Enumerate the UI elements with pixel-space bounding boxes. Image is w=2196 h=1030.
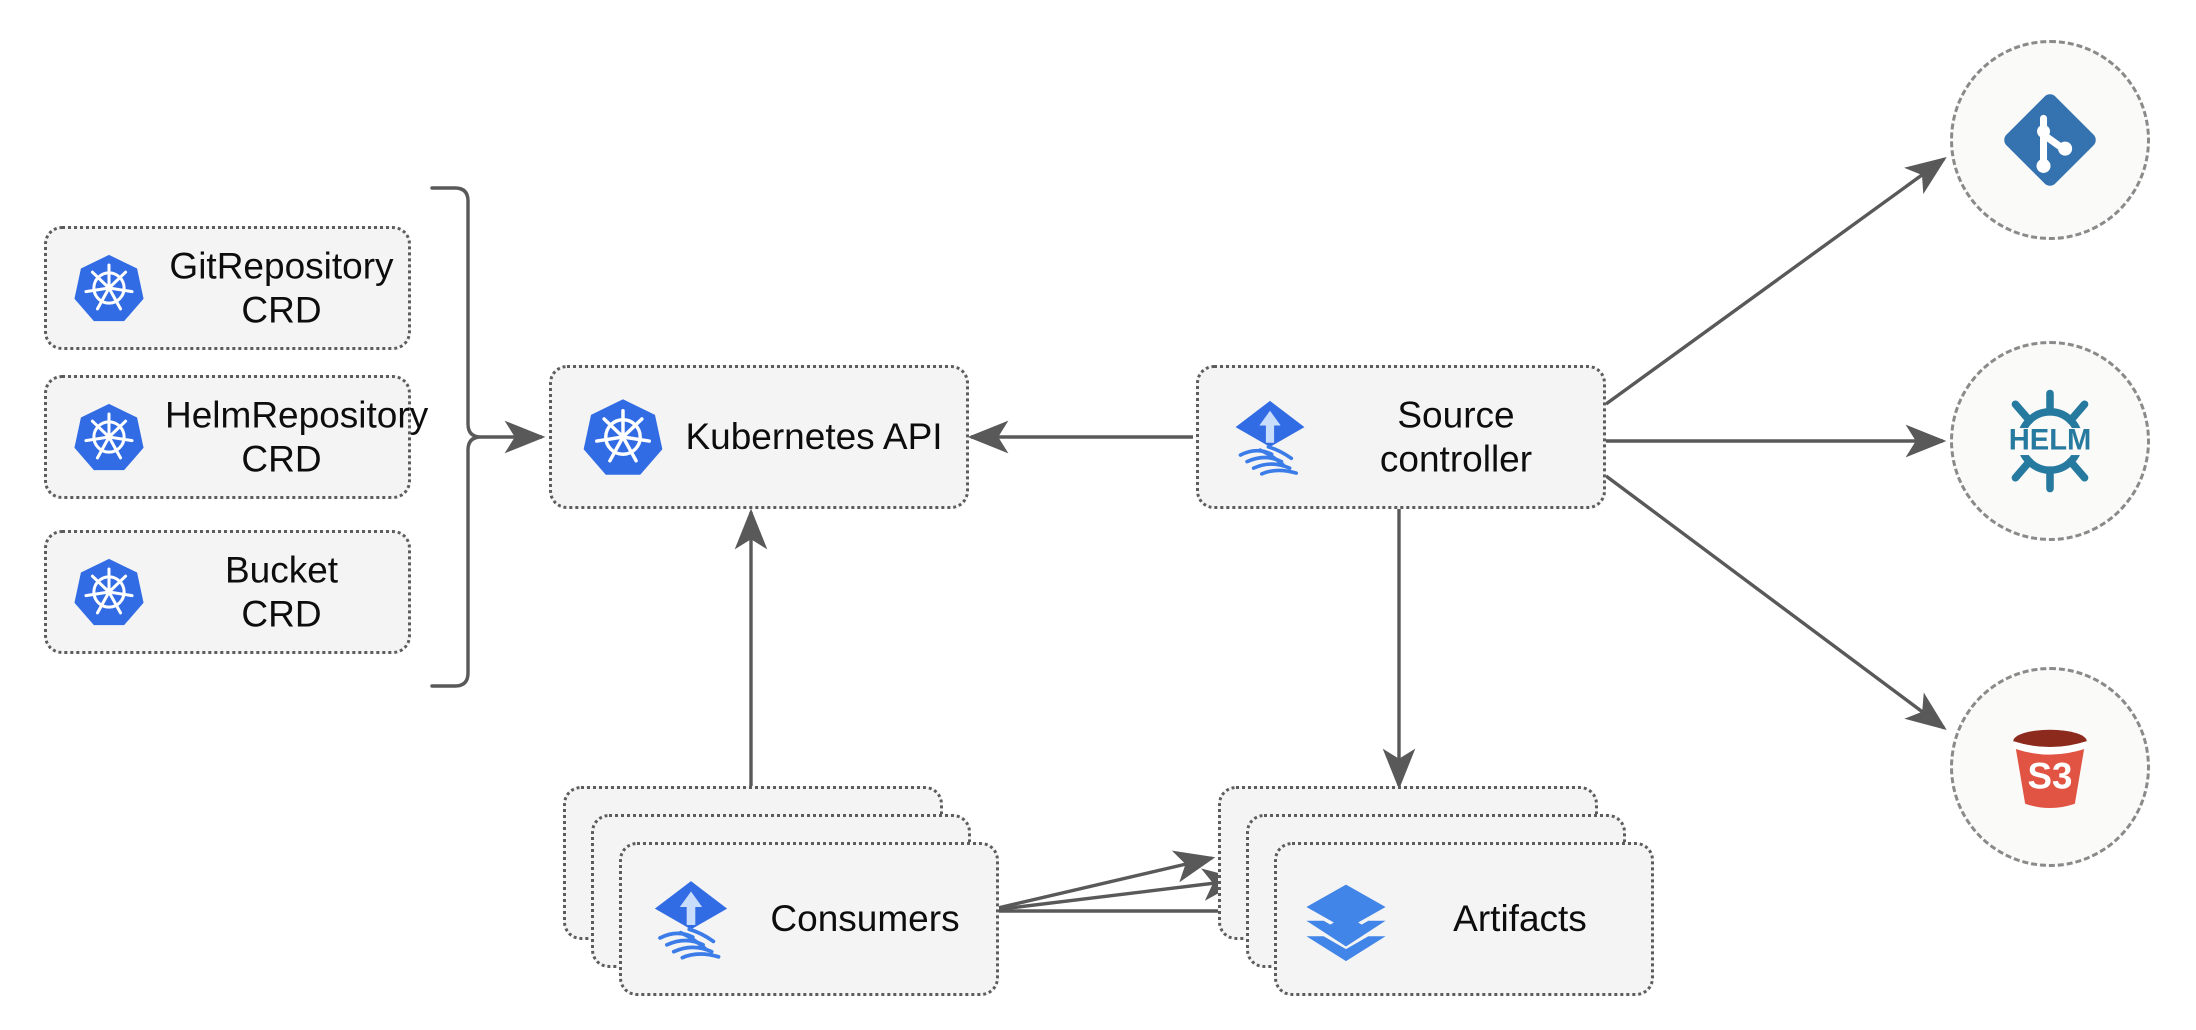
node-kubernetes-api[interactable]: Kubernetes API: [549, 365, 969, 509]
artifacts-card-front[interactable]: Artifacts: [1274, 842, 1654, 996]
crd-label: GitRepository CRD: [169, 245, 394, 330]
node-label-kubernetes-api: Kubernetes API: [685, 416, 943, 458]
crd-group-bracket: [430, 186, 482, 688]
crd-card-gitrepository[interactable]: GitRepository CRD: [44, 226, 411, 350]
kubernetes-icon: [73, 252, 145, 324]
edge-consumers-to-artifacts-1: [984, 850, 1216, 913]
crd-card-helmrepository[interactable]: HelmRepository CRD: [44, 375, 429, 499]
crd-card-bucket[interactable]: Bucket CRD: [44, 530, 411, 654]
helm-label: HELM: [2009, 425, 2092, 457]
crd-label: Bucket CRD: [224, 549, 339, 634]
crd-label: HelmRepository CRD: [165, 394, 429, 479]
external-s3[interactable]: S3: [1950, 667, 2150, 867]
node-consumers[interactable]: Consumers: [563, 786, 1003, 998]
kubernetes-icon: [73, 556, 145, 628]
kubernetes-icon: [73, 401, 145, 473]
node-source-controller[interactable]: Source controller: [1196, 365, 1606, 509]
node-label-consumers: Consumers: [770, 898, 960, 940]
kubernetes-icon: [582, 396, 664, 478]
flux-icon: [1229, 396, 1311, 478]
edge-source-controller-to-git: [1605, 157, 1947, 406]
flux-icon: [648, 876, 734, 962]
layers-icon: [1303, 876, 1389, 962]
edge-source-controller-to-s3: [1604, 474, 1947, 731]
node-label-artifacts: Artifacts: [1453, 898, 1587, 940]
external-helm[interactable]: HELM: [1950, 341, 2150, 541]
git-icon: [1996, 86, 2104, 194]
external-git[interactable]: [1950, 40, 2150, 240]
s3-icon: S3: [1996, 713, 2104, 821]
s3-label: S3: [2028, 756, 2073, 797]
node-label-source-controller: Source controller: [1379, 394, 1533, 479]
helm-icon: HELM: [1996, 387, 2104, 495]
edge-consumers-to-artifacts-2: [984, 868, 1244, 913]
consumers-card-front[interactable]: Consumers: [619, 842, 999, 996]
node-artifacts[interactable]: Artifacts: [1218, 786, 1658, 998]
